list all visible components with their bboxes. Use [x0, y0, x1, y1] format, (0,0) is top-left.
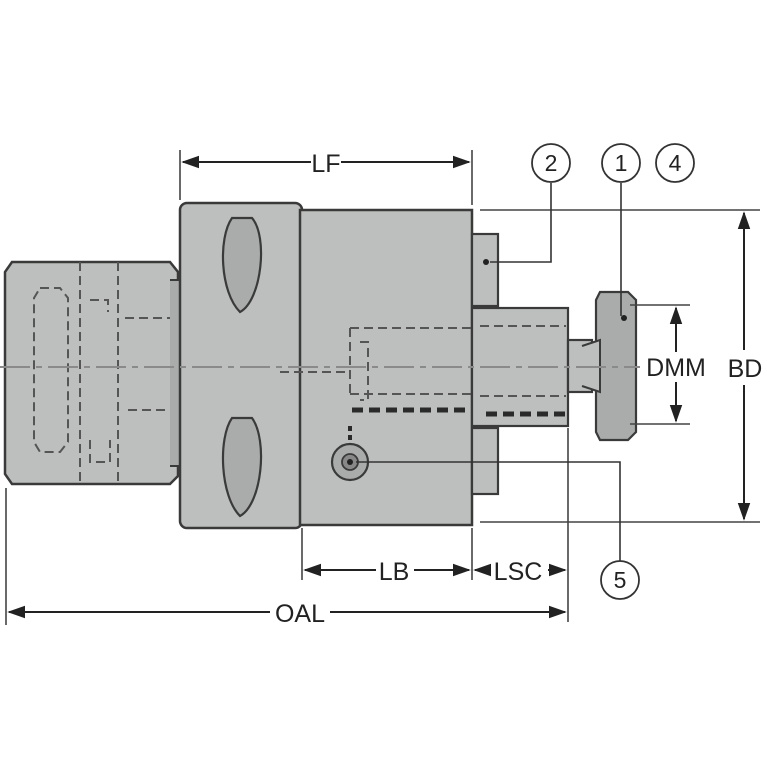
callout-leaders	[356, 183, 622, 562]
shank-body	[3, 260, 180, 486]
svg-text:5: 5	[614, 567, 627, 593]
svg-text:2: 2	[545, 150, 558, 176]
dim-label-bd: BD	[728, 355, 763, 383]
dim-label-lsc: LSC	[494, 558, 543, 586]
svg-text:4: 4	[669, 150, 682, 176]
key-block-bottom	[470, 426, 500, 496]
drive-slot-bottom	[221, 416, 263, 518]
dim-label-lf: LF	[311, 150, 340, 178]
dim-label-oal: OAL	[275, 600, 325, 628]
dim-label-lb: LB	[379, 558, 410, 586]
callout-1: 1	[601, 143, 641, 183]
dim-label-dmm: DMM	[646, 354, 706, 382]
callout-2: 2	[531, 143, 571, 183]
sleeve-hidden-lines	[480, 325, 566, 397]
key-block-top	[470, 232, 500, 308]
svg-text:1: 1	[615, 150, 628, 176]
dimension-lines	[7, 155, 751, 619]
side-screw	[330, 424, 370, 482]
callout-4: 4	[655, 143, 695, 183]
callout-5: 5	[600, 560, 640, 600]
drive-slot-top	[221, 216, 263, 314]
